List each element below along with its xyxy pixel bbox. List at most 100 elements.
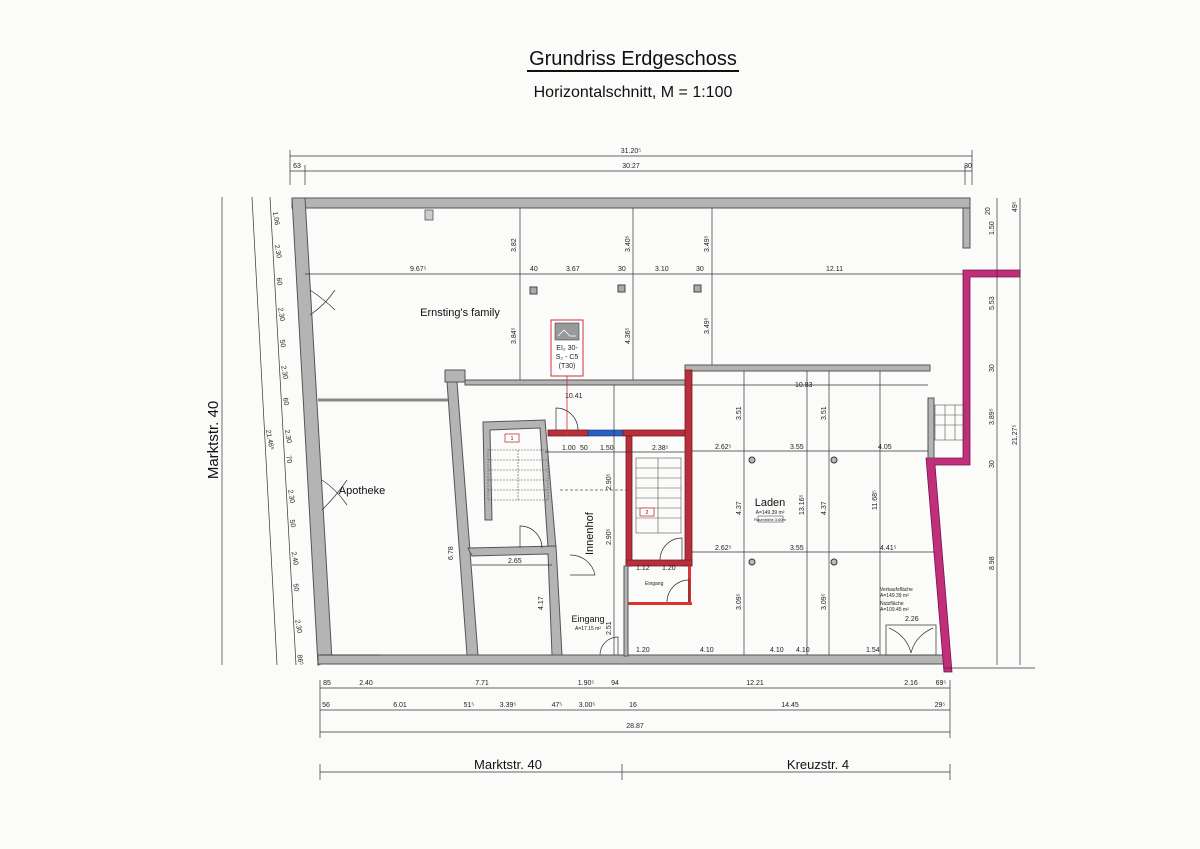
dim-label: 3.10 bbox=[655, 266, 669, 273]
dim-label: 4.10 bbox=[700, 647, 714, 654]
dim-label: 4.37 bbox=[821, 501, 828, 515]
fire-door-rating: S₂ - C5 bbox=[556, 354, 579, 361]
laden-grid: 10.83 10.41 2.62⁵ 3.55 4.05 2.62⁵ 3.55 4… bbox=[565, 371, 935, 655]
dim-label: 1.06 bbox=[271, 211, 280, 226]
dim-label: 7.71 bbox=[475, 680, 489, 687]
dim-label: 3.49⁵ bbox=[704, 317, 711, 334]
dim-label: 1.50 bbox=[600, 445, 614, 452]
dim-label: 30 bbox=[618, 266, 626, 273]
dim-label: 4.17 bbox=[538, 596, 545, 610]
dim-label: 85 bbox=[323, 680, 331, 687]
dim-label: 30 bbox=[696, 266, 704, 273]
dim-label: 30 bbox=[989, 460, 996, 468]
stair-2-label: 2 bbox=[646, 510, 649, 516]
dim-label: 2.40 bbox=[359, 680, 373, 687]
dim-label: 47⁵ bbox=[552, 702, 563, 709]
dim-label: 1.50 bbox=[989, 221, 996, 235]
dim-label: 1.20 bbox=[636, 647, 650, 654]
dim-label: 4.10 bbox=[770, 647, 784, 654]
dim-label: 2.38⁵ bbox=[652, 445, 669, 452]
fire-door-callout: EI₂ 30- S₂ - C5 (T30) bbox=[550, 319, 584, 435]
dim-bottom-total: 28.87 bbox=[626, 723, 644, 730]
dim-label: 2.30 bbox=[286, 489, 295, 504]
room-laden-area: A=149.39 m² bbox=[756, 510, 785, 516]
dim-label: 3.39⁵ bbox=[500, 702, 517, 709]
sales-area-value: A=149.39 m² bbox=[880, 593, 909, 599]
dim-label: 4.05 bbox=[878, 444, 892, 451]
dim-label: 12.11 bbox=[826, 266, 843, 273]
dim-label: 2.30 bbox=[293, 619, 302, 634]
dim-label: 29⁵ bbox=[935, 702, 946, 709]
dim-label: 2.26 bbox=[905, 616, 919, 623]
usable-area-label: Nutzfläche bbox=[880, 601, 904, 607]
top-dimensions: 31.20⁵ 63 30.27 30 bbox=[289, 148, 973, 185]
dim-label: 4.10 bbox=[796, 647, 810, 654]
dim-label: 2.30 bbox=[276, 307, 285, 322]
dim-label: 6.01 bbox=[393, 702, 407, 709]
dim-label: 51⁵ bbox=[464, 702, 475, 709]
dim-label: 2.90⁵ bbox=[606, 473, 613, 490]
left-dimensions: Marktstr. 40 21.46⁵ 1.062.30602.30502.30… bbox=[205, 196, 304, 666]
dim-label: 2.16 bbox=[904, 680, 918, 687]
dim-label: 13.16⁵ bbox=[799, 494, 806, 515]
dim-label: 30 bbox=[964, 163, 972, 170]
dim-label: 86⁵ bbox=[295, 654, 304, 666]
dim-label: 2.40 bbox=[290, 551, 299, 566]
outer-walls bbox=[291, 197, 1035, 673]
dim-label: 2.65 bbox=[508, 558, 522, 565]
dim-label: 1.00 bbox=[562, 445, 576, 452]
dim-label: 14.45 bbox=[781, 702, 799, 709]
dim-label: 3.49⁵ bbox=[704, 235, 711, 252]
dim-label: 63 bbox=[293, 163, 301, 170]
dim-label: 2.30 bbox=[279, 365, 288, 380]
room-innenhof: Innenhof bbox=[584, 511, 596, 555]
dim-label: 3.84⁵ bbox=[511, 327, 518, 344]
dim-label: 2.62⁵ bbox=[715, 444, 732, 451]
dim-label: 1.20 bbox=[662, 565, 676, 572]
dim-label: 3.67 bbox=[566, 266, 580, 273]
sales-area-label: Verkaufsfläche bbox=[880, 587, 913, 593]
interior-walls bbox=[320, 364, 935, 657]
inner-dimensions: 1.00 50 1.50 2.38⁵ 2.65 1.12 1.20 2.90⁵ … bbox=[448, 385, 714, 655]
facade-openings bbox=[309, 289, 450, 511]
dim-label: 2.30 bbox=[283, 429, 292, 444]
stair-1-label: 1 bbox=[511, 436, 514, 442]
fire-door-rating: EI₂ 30- bbox=[556, 345, 578, 352]
dim-label: 50 bbox=[288, 519, 296, 528]
dim-label: 3.55 bbox=[790, 545, 804, 552]
dim-label: 4.36⁵ bbox=[625, 327, 632, 344]
room-labels: Ernsting's family Apotheke Innenhof Lade… bbox=[339, 307, 913, 632]
room-ernstings-family: Ernsting's family bbox=[420, 307, 500, 319]
dim-label: 16 bbox=[629, 702, 637, 709]
plan-subtitle: Horizontalschnitt, M = 1:100 bbox=[533, 84, 733, 101]
dim-label: 9.67⁵ bbox=[410, 266, 427, 273]
dim-label: 50 bbox=[580, 445, 588, 452]
dim-label: 20 bbox=[985, 207, 992, 215]
dim-label: 10.83 bbox=[795, 382, 813, 389]
room-eingang-2: Eingang bbox=[645, 581, 664, 587]
street-label-kreuzstr: Kreuzstr. 4 bbox=[787, 757, 849, 772]
dim-label: 3.09⁵ bbox=[821, 593, 828, 610]
dim-label: 50 bbox=[291, 583, 299, 592]
street-label-left: Marktstr. 40 bbox=[205, 401, 222, 479]
dim-label: 3.51 bbox=[821, 406, 828, 420]
dim-label: 40 bbox=[530, 266, 538, 273]
dim-label: 10.41 bbox=[565, 393, 583, 400]
doors bbox=[519, 407, 937, 656]
dim-label: 8.98 bbox=[989, 556, 996, 570]
room-eingang-area: A=17.15 m² bbox=[575, 626, 601, 632]
dim-label: 1.54 bbox=[866, 647, 880, 654]
dim-label: 3.40⁵ bbox=[625, 235, 632, 252]
dim-label: 3.00⁵ bbox=[579, 702, 596, 709]
dim-label: 6.78 bbox=[448, 546, 455, 560]
room-eingang: Eingang bbox=[571, 614, 604, 624]
dim-label: 50 bbox=[278, 339, 286, 348]
dim-label: 2.51 bbox=[606, 621, 613, 635]
dim-label: 5.53 bbox=[989, 296, 996, 310]
dim-label: 56 bbox=[322, 702, 330, 709]
dim-label: 3.82 bbox=[511, 238, 518, 252]
dim-label: 1.90⁵ bbox=[578, 680, 595, 687]
dim-label: 2.90⁵ bbox=[606, 528, 613, 545]
dim-label: 2.62⁵ bbox=[715, 545, 732, 552]
